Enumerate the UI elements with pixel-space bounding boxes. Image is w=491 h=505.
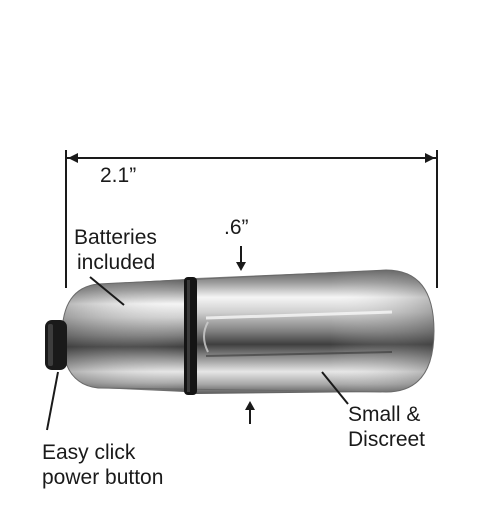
diameter-label: .6” — [224, 216, 249, 239]
power-button — [45, 320, 67, 370]
size-label-line-1: Small & — [348, 403, 421, 426]
size-label: Small & Discreet — [348, 402, 425, 452]
diameter-arrows — [236, 246, 255, 424]
separator-ring — [184, 277, 197, 395]
leader-lines — [46, 276, 349, 431]
power-button-label: Easy click power button — [42, 440, 163, 490]
batteries-label-line-1: Batteries — [74, 226, 157, 249]
power-label-line-2: power button — [42, 466, 164, 489]
power-label-line-1: Easy click — [42, 441, 136, 464]
size-label-line-2: Discreet — [348, 428, 426, 451]
bullet-body — [61, 269, 435, 394]
batteries-label: Batteries included — [74, 225, 157, 275]
length-dimension-line — [65, 150, 438, 288]
batteries-label-line-2: included — [77, 251, 156, 274]
length-label: 2.1” — [100, 164, 137, 187]
